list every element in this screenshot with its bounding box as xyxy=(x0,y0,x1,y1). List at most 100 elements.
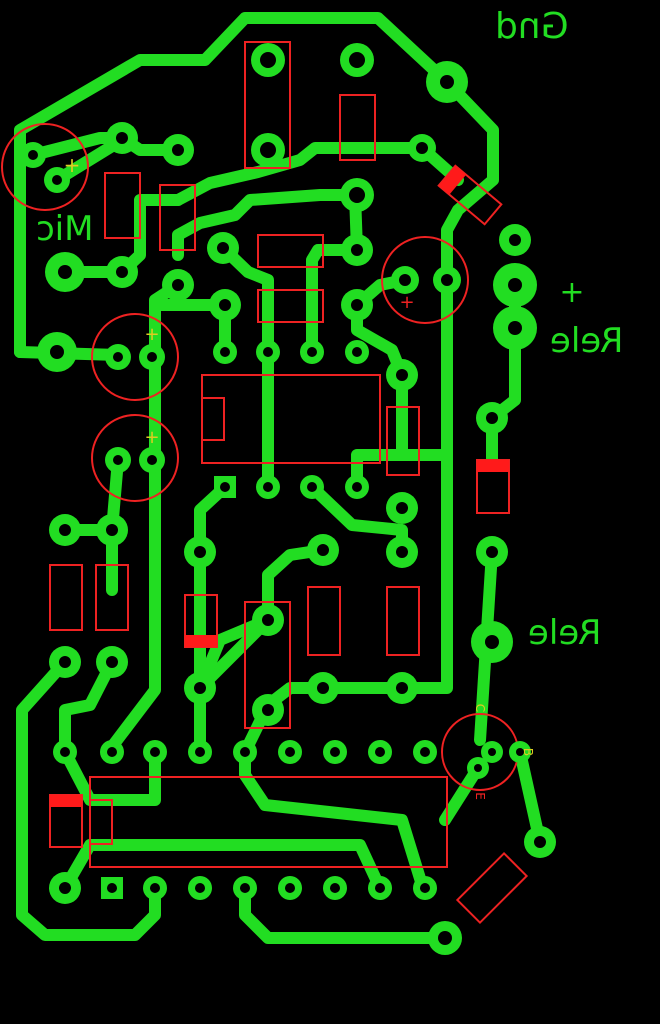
pad-26-hole xyxy=(113,455,123,465)
pad-45-hole xyxy=(262,614,274,626)
pad-47-hole xyxy=(317,544,329,556)
label-rele-bottom: Rele xyxy=(528,613,601,653)
pad-56-hole xyxy=(285,747,295,757)
resistor-mid-4-outline xyxy=(386,586,420,656)
ic-small-outline xyxy=(201,374,381,464)
resistor-left-2-outline xyxy=(95,564,129,631)
pad-52-hole xyxy=(107,747,117,757)
label-plus-cap-left-bottom: + xyxy=(144,427,159,448)
pad-35-hole xyxy=(396,369,408,381)
resistor-mid-2-outline xyxy=(257,289,324,323)
pad-49-hole xyxy=(317,682,329,694)
diode-bands xyxy=(50,165,509,807)
diode-bottom-left-band xyxy=(50,795,82,807)
pad-63-hole xyxy=(285,883,295,893)
pad-50-hole xyxy=(396,682,408,694)
label-plus-cap-left-top: + xyxy=(144,324,159,345)
pad-67-hole xyxy=(59,882,71,894)
pad-29-hole xyxy=(263,347,273,357)
label-transistor-e: E xyxy=(473,792,487,800)
pad-53-hole xyxy=(150,747,160,757)
label-transistor-b: B xyxy=(521,748,535,756)
pad-14-hole xyxy=(351,244,363,256)
pad-10-hole xyxy=(58,265,72,279)
resistor-diagonal-bottom-outline xyxy=(455,851,529,925)
label-plus-mic: + xyxy=(64,153,81,177)
pad-0-hole xyxy=(260,52,276,68)
pad-59-hole xyxy=(420,747,430,757)
pad-30-hole xyxy=(307,347,317,357)
pad-11-hole xyxy=(116,266,128,278)
label-plus-cap-right: + xyxy=(399,292,414,313)
pad-3-hole xyxy=(349,187,365,203)
track-left-res-2 xyxy=(59,656,118,758)
pad-12-hole xyxy=(172,279,184,291)
pad-27-hole xyxy=(147,455,157,465)
label-gnd: Gnd xyxy=(495,6,569,47)
pad-5-hole xyxy=(416,142,428,154)
pad-4-hole xyxy=(440,75,454,89)
pad-6-hole xyxy=(28,150,38,160)
pad-18-hole xyxy=(441,274,453,286)
pad-ic-large-pin1-hole xyxy=(107,883,117,893)
pad-37-hole xyxy=(486,546,498,558)
pad-23-hole xyxy=(50,345,64,359)
label-rele-top: Rele xyxy=(550,321,623,361)
pad-38-hole xyxy=(485,635,499,649)
pad-41-hole xyxy=(59,656,71,668)
track-diode-left xyxy=(194,614,274,694)
pad-58-hole xyxy=(375,747,385,757)
pad-22-hole xyxy=(486,412,498,424)
diode-top-right-band xyxy=(438,165,467,195)
silk-labels: Gnd Mic + Rele Rele + + + + C B E xyxy=(36,6,623,800)
pot-top-outline xyxy=(244,41,291,169)
pad-61-hole xyxy=(195,883,205,893)
pad-25-hole xyxy=(147,352,157,362)
resistor-mid-3-outline xyxy=(307,586,341,656)
pad-43-hole xyxy=(194,546,206,558)
pad-46-hole xyxy=(262,704,274,716)
ic-large-notch xyxy=(89,799,113,845)
label-transistor-c: C xyxy=(473,704,487,712)
track-left-res-1 xyxy=(16,656,161,941)
pad-34-hole xyxy=(352,482,362,492)
label-mic: Mic xyxy=(36,209,93,249)
pad-51-hole xyxy=(60,747,70,757)
pad-66-hole xyxy=(420,883,430,893)
pot-mid-outline xyxy=(244,601,291,729)
resistor-right-outline xyxy=(386,406,420,476)
pad-7-hole xyxy=(52,175,62,185)
diode-rele-band xyxy=(477,460,509,472)
pad-55-hole xyxy=(240,747,250,757)
diode-mid-band xyxy=(185,635,217,647)
pad-32-hole xyxy=(263,482,273,492)
pad-54-hole xyxy=(195,747,205,757)
pad-39-hole xyxy=(59,524,71,536)
pad-28-hole xyxy=(220,347,230,357)
resistor-mid-1-outline xyxy=(257,234,324,268)
resistor-left-1-outline xyxy=(49,564,83,631)
resistor-mic-2-outline xyxy=(159,184,196,251)
pad-17-hole xyxy=(399,274,411,286)
pad-36-hole xyxy=(396,502,408,514)
pad-57-hole xyxy=(330,747,340,757)
silkscreen-outlines xyxy=(1,41,529,925)
pad-19-hole xyxy=(509,234,521,246)
pad-48-hole xyxy=(396,546,408,558)
cap-left-bottom-outline xyxy=(91,414,179,502)
pad-60-hole xyxy=(150,883,160,893)
track-mid-1 xyxy=(172,189,363,358)
pad-44-hole xyxy=(194,682,206,694)
pad-69-hole xyxy=(474,764,482,772)
pad-ic-small-pin1-hole xyxy=(220,482,230,492)
pad-31-hole xyxy=(352,347,362,357)
pad-72-hole xyxy=(438,931,452,945)
pad-20-hole xyxy=(508,278,522,292)
track-bottom-right xyxy=(239,882,451,944)
pad-64-hole xyxy=(330,883,340,893)
resistor-top-outline xyxy=(339,94,376,161)
pad-71-hole xyxy=(534,836,546,848)
pad-16-hole xyxy=(351,299,363,311)
track-pot xyxy=(217,242,274,493)
